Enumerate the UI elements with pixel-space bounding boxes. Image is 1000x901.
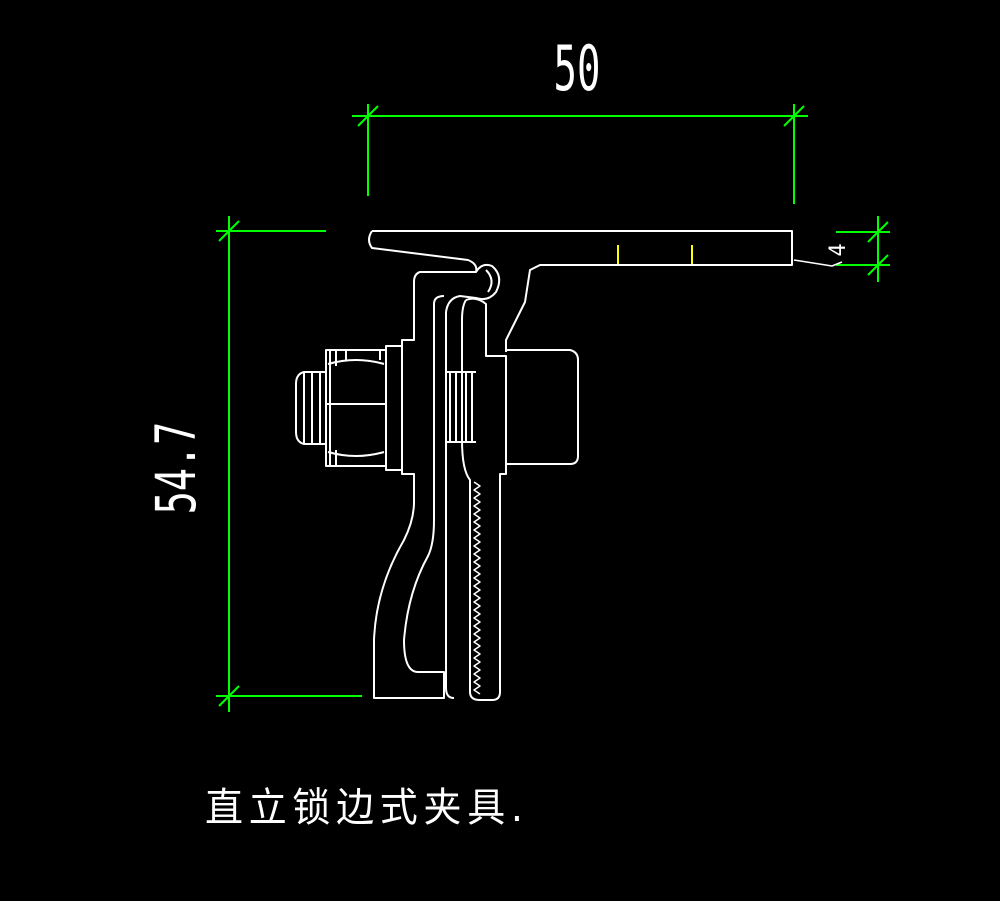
hinge-hook <box>445 263 501 699</box>
clamp-body <box>295 230 843 701</box>
jaw-teeth <box>473 481 481 695</box>
plate-markers <box>617 245 693 264</box>
top-plate <box>368 230 793 352</box>
right-sleeve <box>506 349 579 465</box>
drawing-caption: 直立锁边式夹具. <box>205 785 529 831</box>
height-dim-text: 54.7 <box>145 422 209 514</box>
bolt-end <box>295 371 326 445</box>
left-bracket <box>373 282 445 699</box>
dimension-lines <box>216 104 890 712</box>
washer <box>385 345 403 471</box>
hex-nut <box>325 349 387 467</box>
width-dim-text: 50 <box>554 34 601 106</box>
right-jaw <box>461 297 507 701</box>
thickness-dim-text: 4 <box>826 243 851 256</box>
